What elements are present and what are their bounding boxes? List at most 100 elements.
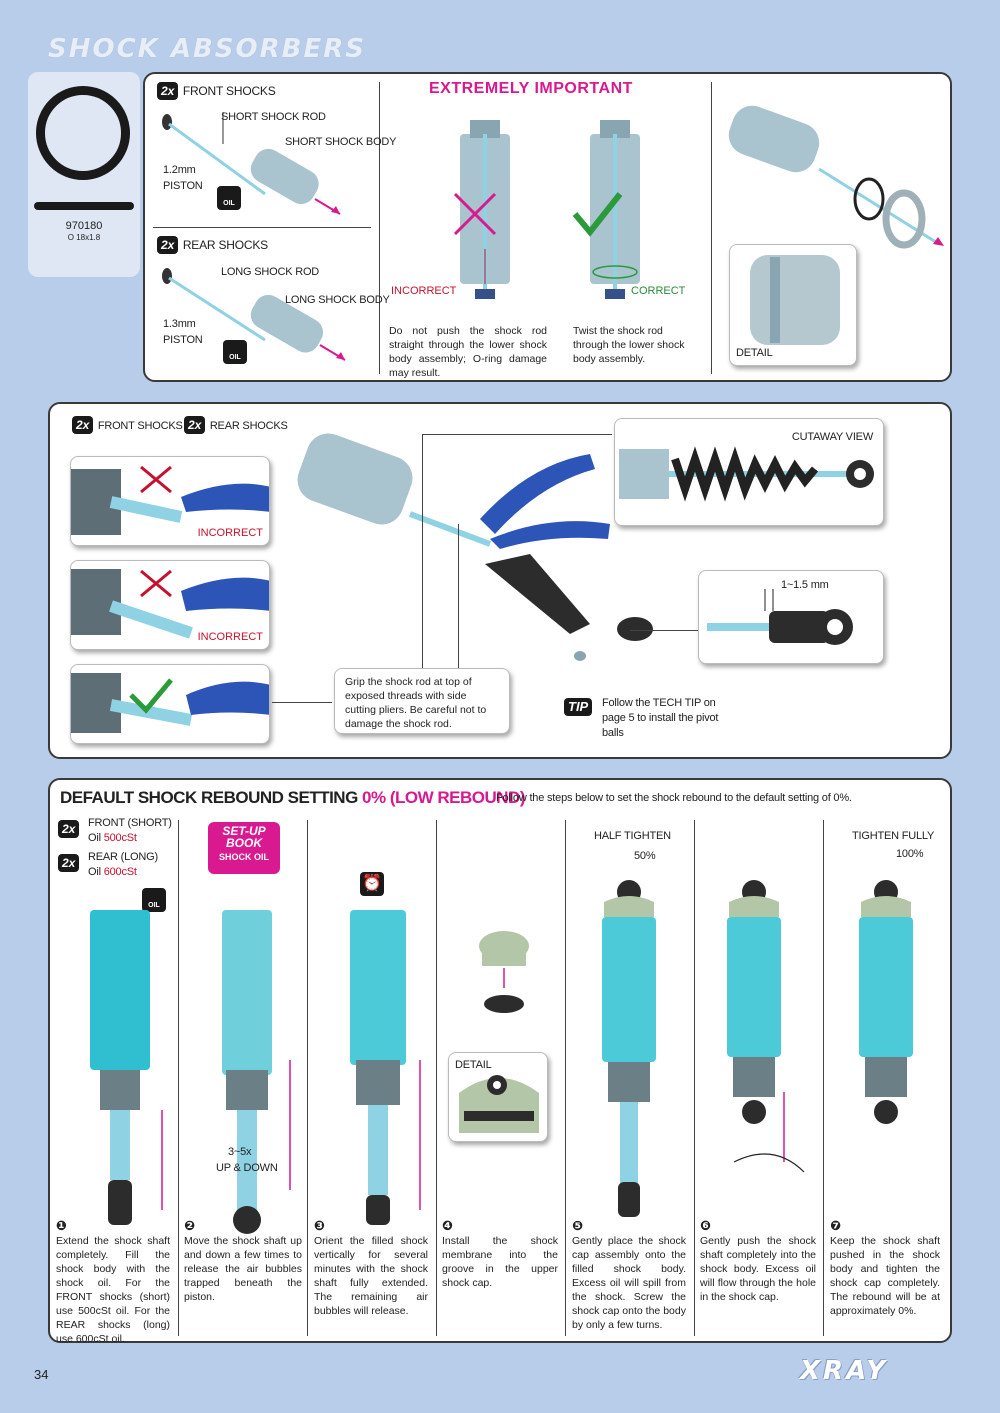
shock-step3-image bbox=[350, 910, 421, 1225]
tip-badge: TIP bbox=[564, 698, 593, 716]
step-3: ❸ Orient the filled shock vertically for… bbox=[314, 1218, 428, 1318]
cap-detail-inset: DETAIL bbox=[448, 1052, 548, 1142]
bottom-rear-oil-value: 600cSt bbox=[103, 866, 137, 878]
front-oil-icon: OIL bbox=[217, 186, 241, 210]
mid-rear-label: REAR SHOCKS bbox=[209, 420, 288, 432]
bottom-front-oil-value: 500cSt bbox=[103, 832, 137, 844]
part-card: 970180 O 18x1.8 bbox=[28, 72, 140, 277]
step-1-number: ❶ bbox=[56, 1218, 68, 1233]
page-number: 34 bbox=[34, 1367, 49, 1382]
half-tighten-label: HALF TIGHTEN bbox=[594, 830, 671, 842]
rebound-heading-value: 0% (LOW REBOUND) bbox=[362, 788, 525, 807]
important-heading: EXTREMELY IMPORTANT bbox=[429, 80, 633, 97]
rebound-subheading: Follow the steps below to set the shock … bbox=[496, 792, 852, 804]
measure-inset: 1~1.5 mm bbox=[698, 570, 884, 664]
measure-label: 1~1.5 mm bbox=[781, 579, 829, 591]
step-1: ❶ Extend the shock shaft completely. Fil… bbox=[56, 1218, 170, 1346]
grip-callout: Grip the shock rod at top of exposed thr… bbox=[334, 668, 510, 734]
step-2: ❷ Move the shock shaft up and down a few… bbox=[184, 1218, 302, 1304]
rear-shock-parts-image bbox=[162, 268, 346, 361]
shock-step2-image bbox=[222, 910, 291, 1234]
incorrect-1-label: INCORRECT bbox=[197, 527, 263, 539]
step-7: ❼ Keep the shock shaft pushed in the sho… bbox=[830, 1218, 940, 1318]
bottom-rear-badge: 2x bbox=[58, 854, 80, 872]
step-5: ❺ Gently place the shock cap assembly on… bbox=[572, 1218, 686, 1332]
rear-piston-size: 1.3mm bbox=[163, 318, 196, 330]
page-title: SHOCK ABSORBERS bbox=[48, 34, 366, 64]
front-piston-label: PISTON bbox=[163, 180, 203, 192]
rebound-heading: DEFAULT SHOCK REBOUND SETTING 0% (LOW RE… bbox=[60, 788, 525, 808]
tighten-fully-label: TIGHTEN FULLY bbox=[852, 830, 935, 842]
step-5-number: ❺ bbox=[572, 1218, 584, 1233]
correct-text: Twist the shock rod through the lower sh… bbox=[573, 325, 685, 365]
o-ring-side-image bbox=[34, 202, 134, 210]
short-rod-label: SHORT SHOCK ROD bbox=[221, 111, 326, 123]
shock-step7-image bbox=[859, 880, 913, 1124]
long-rod-label: LONG SHOCK ROD bbox=[221, 266, 320, 278]
step-7-number: ❼ bbox=[830, 1218, 842, 1233]
front-qty-badge: 2x bbox=[157, 82, 179, 100]
oring-detail-inset: DETAIL bbox=[729, 244, 857, 366]
correct-twist-image bbox=[572, 120, 640, 299]
step-2-text: Move the shock shaft up and down a few t… bbox=[184, 1235, 302, 1303]
detail-label: DETAIL bbox=[736, 347, 773, 359]
pliers-correct bbox=[70, 664, 270, 744]
front-shock-parts-image bbox=[162, 112, 341, 215]
step-1-text: Extend the shock shaft completely. Fill … bbox=[56, 1235, 170, 1345]
middle-panel: 2x FRONT SHOCKS 2x REAR SHOCKS INCORRECT… bbox=[48, 402, 952, 759]
step-4: ❹ Install the shock membrane into the gr… bbox=[442, 1218, 558, 1290]
setup-book-badge: SET-UP BOOK SHOCK OIL bbox=[208, 822, 280, 874]
mid-rear-badge: 2x bbox=[184, 416, 206, 434]
step-7-text: Keep the shock shaft pushed in the shock… bbox=[830, 1235, 940, 1317]
step-6-text: Gently push the shock shaft completely i… bbox=[700, 1235, 816, 1303]
step-3-number: ❸ bbox=[314, 1218, 326, 1233]
shock-cap-membrane-image bbox=[479, 931, 529, 1013]
step-4-number: ❹ bbox=[442, 1218, 454, 1233]
step-2-number: ❷ bbox=[184, 1218, 196, 1233]
half-tighten-pct: 50% bbox=[634, 850, 656, 862]
cutaway-inset: CUTAWAY VIEW bbox=[614, 418, 884, 526]
step-4-text: Install the shock membrane into the groo… bbox=[442, 1235, 558, 1289]
brand-logo: XRAY bbox=[800, 1356, 889, 1386]
top-panel: 2x FRONT SHOCKS SHORT SHOCK ROD SHORT SH… bbox=[143, 72, 952, 382]
tip-text: Follow the TECH TIP on page 5 to install… bbox=[602, 697, 719, 739]
timer-icon: ⏰ bbox=[360, 872, 384, 896]
shock-step1-image bbox=[90, 910, 163, 1225]
short-body-label: SHORT SHOCK BODY bbox=[285, 136, 397, 148]
step-6-number: ❻ bbox=[700, 1218, 712, 1233]
o-ring-image bbox=[36, 86, 130, 180]
rear-oil-icon: OIL bbox=[223, 340, 247, 364]
correct-label: CORRECT bbox=[631, 285, 686, 297]
mid-front-label: FRONT SHOCKS bbox=[97, 420, 183, 432]
incorrect-label: INCORRECT bbox=[391, 285, 457, 297]
bottom-front-badge: 2x bbox=[58, 820, 80, 838]
bottom-front-label: FRONT (SHORT) bbox=[88, 817, 172, 829]
cap-detail-label: DETAIL bbox=[455, 1059, 492, 1071]
shock-step6-image bbox=[727, 880, 805, 1173]
bottom-rear-label: REAR (LONG) bbox=[88, 851, 158, 863]
grip-text: Grip the shock rod at top of exposed thr… bbox=[345, 676, 487, 730]
bottom-rear-oil: Oil bbox=[88, 866, 101, 878]
pliers-incorrect-2: INCORRECT bbox=[70, 560, 270, 650]
updown-label: UP & DOWN bbox=[216, 1162, 278, 1174]
bottom-oil-icon: OIL bbox=[142, 888, 166, 912]
rebound-heading-text: DEFAULT SHOCK REBOUND SETTING bbox=[60, 788, 358, 807]
tighten-fully-pct: 100% bbox=[896, 848, 924, 860]
part-spec: O 18x1.8 bbox=[67, 233, 101, 242]
mid-front-badge: 2x bbox=[72, 416, 94, 434]
bottom-front-oil: Oil bbox=[88, 832, 101, 844]
cutaway-label: CUTAWAY VIEW bbox=[791, 431, 873, 443]
long-body-label: LONG SHOCK BODY bbox=[285, 294, 390, 306]
incorrect-text: Do not push the shock rod straight throu… bbox=[389, 325, 547, 379]
part-number: 970180 bbox=[65, 220, 103, 232]
rear-qty-badge: 2x bbox=[157, 236, 179, 254]
incorrect-2-label: INCORRECT bbox=[197, 631, 263, 643]
front-shocks-label: FRONT SHOCKS bbox=[182, 84, 276, 98]
step-5-text: Gently place the shock cap assembly onto… bbox=[572, 1235, 686, 1331]
rear-shocks-label: REAR SHOCKS bbox=[182, 238, 268, 252]
step-3-text: Orient the filled shock vertically for s… bbox=[314, 1235, 428, 1317]
front-piston-size: 1.2mm bbox=[163, 164, 196, 176]
updown-count: 3~5x bbox=[228, 1146, 252, 1158]
incorrect-push-image bbox=[453, 120, 510, 299]
shock-rod-pliers-image bbox=[297, 433, 653, 661]
